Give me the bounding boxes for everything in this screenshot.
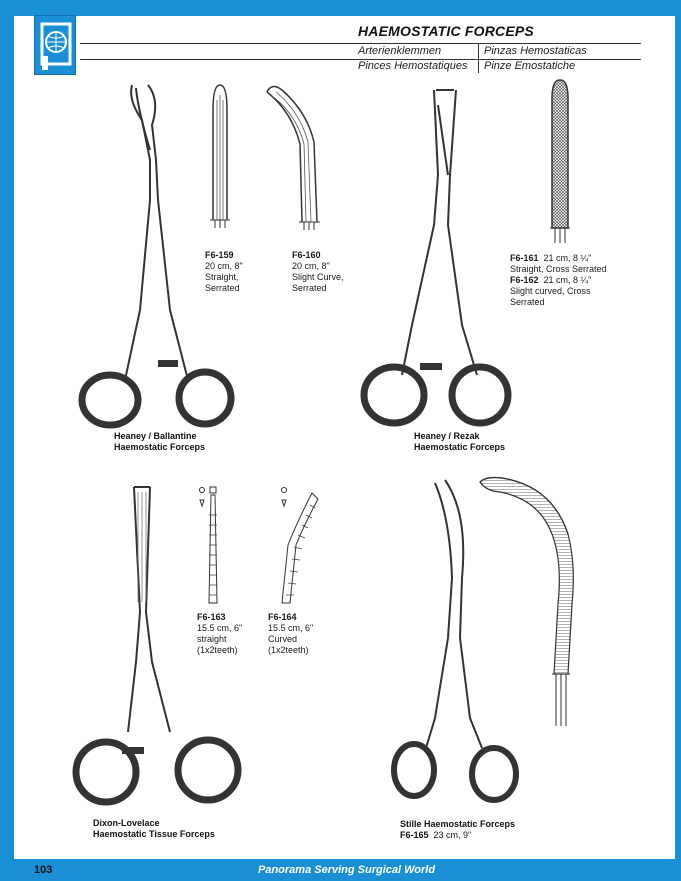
spec-size: 15.5 cm, 6" [268, 623, 314, 633]
spec-desc-line: Serrated [292, 283, 327, 293]
f6-163-jaw-image [199, 486, 218, 604]
left-accent-bar [0, 0, 14, 881]
spec-desc-line: Straight, [205, 272, 239, 282]
subtitle-spanish: Pinzas Hemostaticas [484, 45, 587, 57]
spec-size: 21 cm, 8 ¼" [543, 253, 592, 263]
spec-desc-line: Serrated [510, 297, 545, 307]
f6-161-jaw-image [550, 79, 570, 243]
stille-jaw-image [479, 476, 574, 726]
spec-desc-line: (1x2teeth) [197, 645, 238, 655]
spec-size: 20 cm, 8" [205, 261, 243, 271]
spec-desc-line: Straight, Cross Serrated [510, 264, 607, 274]
top-accent-bar [0, 0, 681, 16]
panorama-logo-icon [34, 15, 76, 75]
subtitle-italian: Pinze Emostatiche [484, 60, 576, 72]
spec-code: F6-163 [197, 612, 226, 622]
caption-line: Heaney / Rezak [414, 431, 480, 441]
caption-stille: Stille Haemostatic Forceps F6-165 23 cm,… [400, 819, 515, 841]
f6-164-jaw-image [281, 487, 319, 604]
caption-line: Haemostatic Forceps [414, 442, 506, 452]
right-accent-bar [675, 0, 681, 881]
dixon-lovelace-forceps-image [72, 486, 242, 806]
caption-dixon-lovelace: Dixon-Lovelace Haemostatic Tissue Forcep… [93, 818, 215, 840]
caption-line-stille-code: F6-165 23 cm, 9" [400, 830, 515, 841]
spec-desc-line: (1x2teeth) [268, 645, 309, 655]
footer-tagline: Panorama Serving Surgical World [258, 864, 436, 876]
spec-desc-line: Curved [268, 634, 298, 644]
spec-size: 20 cm, 8" [292, 261, 330, 271]
caption-line: Haemostatic Forceps [114, 442, 206, 452]
f6-160-jaw-image [266, 85, 320, 230]
spec-size: 23 cm, 9" [433, 830, 472, 840]
heaney-rezak-forceps-image [360, 89, 512, 427]
caption-line: Haemostatic Tissue Forceps [93, 829, 215, 839]
footer-bar [0, 859, 681, 881]
spec-code: F6-159 [205, 250, 234, 260]
caption-line: Stille Haemostatic Forceps [400, 819, 516, 829]
stille-forceps-image [391, 479, 519, 803]
page-title: HAEMOSTATIC FORCEPS [358, 23, 534, 39]
caption-heaney-rezak: Heaney / Rezak Haemostatic Forceps [414, 431, 505, 453]
spec-f6-163: F6-163 15.5 cm, 6" straight (1x2teeth) [197, 612, 242, 656]
spec-f6-161-row: F6-161 21 cm, 8 ¼" [510, 253, 607, 264]
subtitle-divider [80, 59, 641, 60]
spec-desc-line: Slight curved, Cross [510, 286, 591, 296]
spec-f6-162-row: F6-162 21 cm, 8 ¼" [510, 275, 607, 286]
caption-line: Heaney / Ballantine [114, 431, 197, 441]
spec-desc-line: Slight Curve, [292, 272, 344, 282]
page-number: 103 [34, 864, 53, 876]
f6-159-jaw-image [210, 84, 230, 228]
subtitle-french: Pinces Hemostatiques [358, 60, 468, 72]
spec-desc-line: Serrated [205, 283, 240, 293]
heaney-ballantine-forceps-image [78, 84, 235, 429]
spec-size: 15.5 cm, 6" [197, 623, 243, 633]
spec-f6-164: F6-164 15.5 cm, 6" Curved (1x2teeth) [268, 612, 313, 656]
spec-desc-line: straight [197, 634, 227, 644]
subtitle-german: Arterienklemmen [358, 45, 442, 57]
spec-code: F6-162 [510, 275, 539, 285]
subtitle-column-divider [478, 44, 479, 73]
spec-code: F6-161 [510, 253, 539, 263]
spec-f6-159: F6-159 20 cm, 8" Straight, Serrated [205, 250, 243, 294]
spec-code: F6-160 [292, 250, 321, 260]
spec-f6-160: F6-160 20 cm, 8" Slight Curve, Serrated [292, 250, 344, 294]
spec-code: F6-164 [268, 612, 297, 622]
spec-size: 21 cm, 8 ¼" [543, 275, 592, 285]
title-divider [80, 43, 641, 44]
spec-f6-161-162: F6-161 21 cm, 8 ¼" Straight, Cross Serra… [510, 253, 607, 308]
caption-heaney-ballantine: Heaney / Ballantine Haemostatic Forceps [114, 431, 205, 453]
spec-code: F6-165 [400, 830, 429, 840]
caption-line: Dixon-Lovelace [93, 818, 160, 828]
